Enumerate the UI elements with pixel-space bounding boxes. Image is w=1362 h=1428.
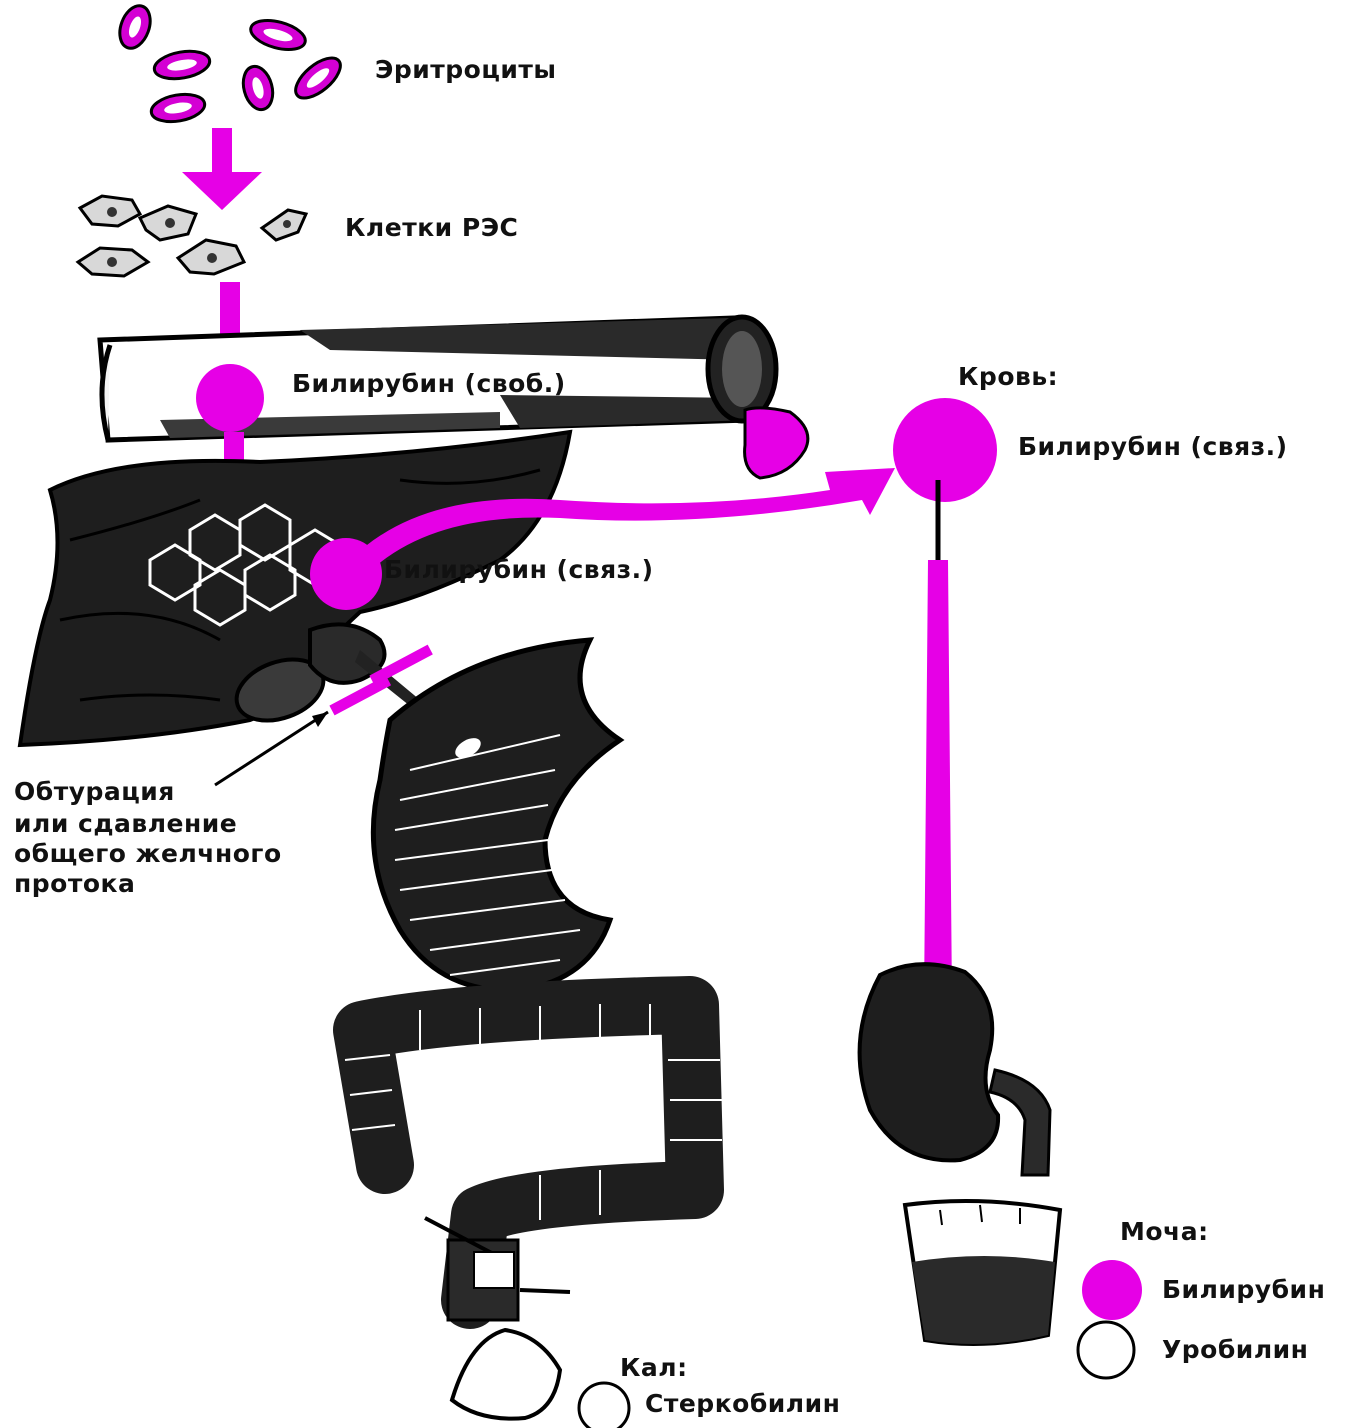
kidney (860, 964, 1050, 1175)
urobilin-marker (1078, 1322, 1134, 1378)
label-urine: Моча: (1120, 1217, 1209, 1246)
urine-bilirubin-marker (1082, 1260, 1142, 1320)
arrow-erythrocytes-to-res (182, 128, 262, 210)
blood-drop (745, 408, 808, 478)
label-blood: Кровь: (958, 362, 1058, 391)
label-feces: Кал: (620, 1353, 688, 1382)
label-urine-bilirubin: Билирубин (1162, 1275, 1325, 1304)
label-bilirubin-bound-blood: Билирубин (связ.) (1018, 432, 1288, 461)
label-erythrocytes: Эритроциты (375, 55, 556, 84)
label-obturation-line3: общего желчного (14, 839, 282, 868)
bilirubin-bound-blood-marker (893, 398, 997, 502)
label-obturation-line1: Обтурация (14, 777, 175, 806)
label-res-cells: Клетки РЭС (345, 213, 518, 242)
label-obturation-line2: или сдавление (14, 809, 237, 838)
feces-lump (452, 1330, 560, 1419)
label-bilirubin-free: Билирубин (своб.) (292, 369, 566, 398)
label-stercobilin: Стеркобилин (645, 1389, 840, 1418)
label-bilirubin-bound-liver: Билирубин (связ.) (384, 555, 654, 584)
label-obturation-line4: протока (14, 869, 135, 898)
bilirubin-free-marker (196, 364, 264, 432)
erythrocytes-cluster (114, 2, 347, 126)
stercobilin-marker (579, 1383, 629, 1428)
label-urine-urobilin: Уробилин (1162, 1335, 1308, 1364)
colon (362, 1005, 695, 1300)
urine-glass (905, 1201, 1060, 1344)
